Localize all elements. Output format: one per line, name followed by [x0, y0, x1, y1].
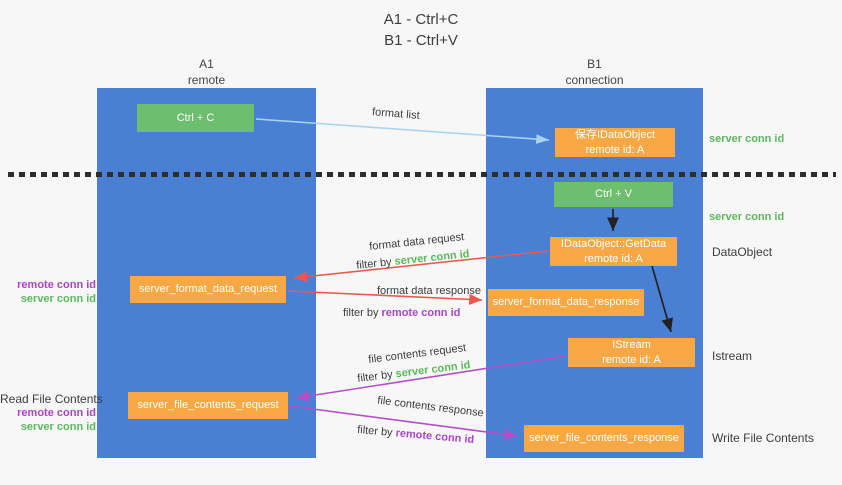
istream-side-label: Istream — [712, 349, 753, 363]
server-conn-id-left-1: server conn id — [20, 293, 96, 305]
istream-node: IStream remote id: A — [568, 338, 695, 367]
server-conn-id-text: server conn id — [394, 359, 472, 381]
server-file-contents-request-node: server_file_contents_request — [128, 392, 288, 419]
title-line-2: B1 - Ctrl+V — [384, 32, 458, 49]
lane-b1-role: connection — [565, 72, 624, 87]
filter-by-remote-conn-id-label-1: filter by remote conn id — [343, 307, 460, 319]
save-idataobject-line1: 保存IDataObject — [574, 129, 656, 142]
remote-conn-id-left-2: remote conn id — [17, 407, 96, 419]
server-file-contents-response-label: server_file_contents_response — [529, 432, 679, 445]
lane-a1-name: A1 — [199, 57, 214, 71]
remote-conn-id-text: remote conn id — [395, 427, 475, 447]
filter-by-text: filter by — [343, 307, 382, 319]
save-idataobject-line2: remote id: A — [585, 143, 645, 156]
dataobject-side-label: DataObject — [712, 245, 773, 259]
getdata-line1: IDataObject::GetData — [560, 238, 667, 251]
server-conn-id-text: server conn id — [393, 248, 471, 268]
lane-header-b1: B1 connection — [486, 57, 703, 88]
format-list-label: format list — [371, 106, 421, 122]
phase-separator-dotted-line — [8, 172, 836, 177]
server-conn-id-right-mid: server conn id — [709, 211, 785, 223]
filter-by-text: filter by — [355, 255, 396, 272]
filter-by-remote-conn-id-label-2: filter by remote conn id — [357, 424, 475, 446]
server-conn-id-right-top: server conn id — [709, 133, 785, 145]
read-file-contents-label: Read File Contents — [0, 392, 103, 406]
getdata-line2: remote id: A — [584, 252, 643, 265]
server-format-data-response-node: server_format_data_response — [488, 289, 644, 316]
write-file-contents-label: Write File Contents — [712, 431, 814, 445]
ctrl-v-node: Ctrl + V — [554, 182, 673, 207]
server-conn-id-left-2: server conn id — [20, 421, 96, 433]
server-file-contents-response-node: server_file_contents_response — [524, 425, 684, 452]
lane-a1-role: remote — [187, 72, 226, 87]
format-data-response-label: format data response — [377, 285, 481, 297]
server-format-data-response-label: server_format_data_response — [492, 296, 640, 309]
save-idataobject-node: 保存IDataObject remote id: A — [555, 128, 675, 157]
server-format-data-request-label: server_format_data_request — [138, 283, 278, 296]
idataobject-getdata-node: IDataObject::GetData remote id: A — [550, 237, 677, 266]
diagram-title: A1 - Ctrl+C B1 - Ctrl+V — [0, 9, 842, 51]
server-file-contents-request-label: server_file_contents_request — [137, 399, 279, 412]
server-format-data-request-node: server_format_data_request — [130, 276, 286, 303]
title-line-1: A1 - Ctrl+C — [383, 11, 459, 28]
lane-header-a1: A1 remote — [97, 57, 316, 88]
remote-conn-id-left-1: remote conn id — [17, 279, 96, 291]
ctrl-c-label: Ctrl + C — [176, 111, 215, 124]
istream-line1: IStream — [612, 339, 651, 352]
ctrl-c-node: Ctrl + C — [137, 104, 254, 132]
filter-by-text: filter by — [356, 368, 397, 385]
lane-b1-name: B1 — [587, 57, 602, 71]
ctrl-v-label: Ctrl + V — [595, 188, 632, 201]
filter-by-text: filter by — [356, 423, 397, 440]
remote-conn-id-text: remote conn id — [381, 307, 461, 319]
file-contents-response-label: file contents response — [376, 394, 485, 420]
istream-line2: remote id: A — [602, 353, 661, 366]
